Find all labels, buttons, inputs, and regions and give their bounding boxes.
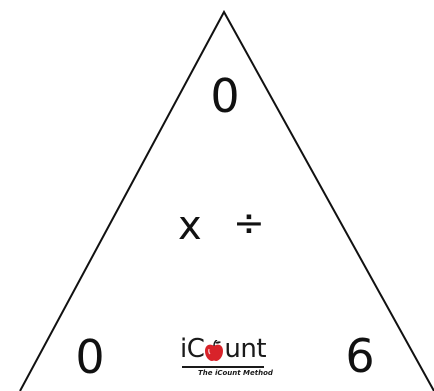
apple-icon (204, 339, 224, 362)
bottom-left-number: 0 (75, 330, 105, 384)
logo-suffix: unt (224, 334, 267, 364)
logo-wordmark: iC unt (180, 334, 267, 364)
bottom-right-number: 6 (345, 329, 375, 383)
logo-tagline: The iCount Method (198, 369, 273, 377)
top-number: 0 (210, 69, 240, 123)
multiply-symbol: x (178, 203, 202, 249)
icount-logo: iC unt The iCount Method (176, 334, 273, 378)
logo-underline (182, 366, 264, 368)
divide-symbol: ÷ (233, 201, 265, 245)
logo-prefix: iC (180, 334, 205, 364)
